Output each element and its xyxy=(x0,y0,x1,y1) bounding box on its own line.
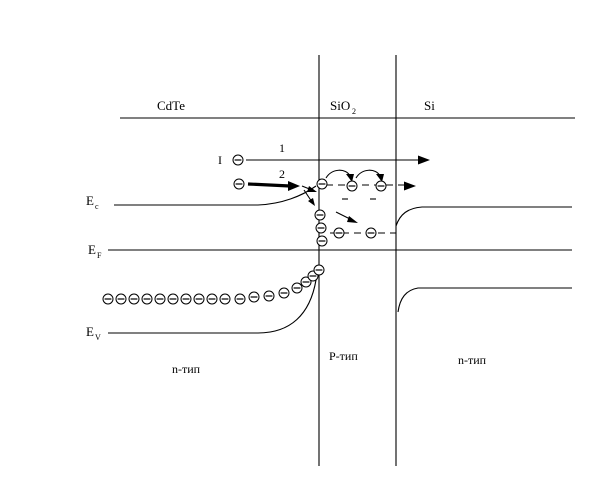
electron-icon xyxy=(206,293,218,305)
electron-icon xyxy=(278,287,290,299)
path-2-label: 2 xyxy=(279,167,285,181)
path-2-arrowhead xyxy=(288,181,300,191)
electron-icon xyxy=(154,293,166,305)
electron-icon xyxy=(102,293,114,305)
label-ef: E xyxy=(88,242,96,257)
cdte-conduction-band xyxy=(114,185,317,206)
electron-icon xyxy=(375,180,387,192)
electron-group xyxy=(102,154,387,305)
electron-icon xyxy=(193,293,205,305)
path-1-arrowhead xyxy=(418,155,430,165)
electron-icon xyxy=(314,209,326,221)
si-conduction-band xyxy=(395,206,572,227)
electron-icon xyxy=(333,227,345,239)
electron-icon xyxy=(219,293,231,305)
electron-icon xyxy=(233,178,245,190)
cdte-valence-band xyxy=(108,279,317,334)
side-mark: I xyxy=(218,153,222,167)
label-ef-subscript: F xyxy=(97,251,102,260)
electron-icon xyxy=(128,293,140,305)
region-left-label: n-тип xyxy=(172,362,201,376)
trap-upper-arrowhead xyxy=(404,181,416,191)
label-sio2: SiO xyxy=(330,98,350,113)
electron-icon xyxy=(365,227,377,239)
label-si: Si xyxy=(424,98,435,113)
electron-icon xyxy=(316,235,328,247)
electron-icon xyxy=(232,154,244,166)
electron-icon xyxy=(180,293,192,305)
electron-icon xyxy=(263,290,275,302)
electron-icon xyxy=(313,264,325,276)
arrowhead-to-lower-trap xyxy=(347,216,358,223)
region-right-label: n-тип xyxy=(458,353,487,367)
path-1-label: 1 xyxy=(279,141,285,155)
electron-icon xyxy=(300,276,312,288)
hop-arrowhead-1 xyxy=(346,174,354,182)
electron-icon xyxy=(248,291,260,303)
label-ev-subscript: V xyxy=(95,333,101,342)
electron-icon xyxy=(115,293,127,305)
arrowhead-down-into-oxide xyxy=(308,198,315,206)
electron-icon xyxy=(316,178,328,190)
path-2-arrow xyxy=(247,182,291,188)
electron-icon xyxy=(346,180,358,192)
electron-icon xyxy=(291,282,303,294)
label-ev: E xyxy=(86,324,94,339)
label-ec-subscript: c xyxy=(95,202,99,211)
region-middle-label: P-тип xyxy=(329,349,358,363)
electron-icon xyxy=(167,293,179,305)
electron-icon xyxy=(315,222,327,234)
label-sio2-subscript: 2 xyxy=(352,107,356,116)
label-cdte: CdTe xyxy=(157,98,185,113)
hop-arrowhead-2 xyxy=(376,174,384,182)
si-valence-band xyxy=(397,287,572,313)
label-ec: E xyxy=(86,193,94,208)
electron-icon xyxy=(141,293,153,305)
electron-icon xyxy=(234,293,246,305)
arrowhead-into-interface xyxy=(307,186,317,192)
